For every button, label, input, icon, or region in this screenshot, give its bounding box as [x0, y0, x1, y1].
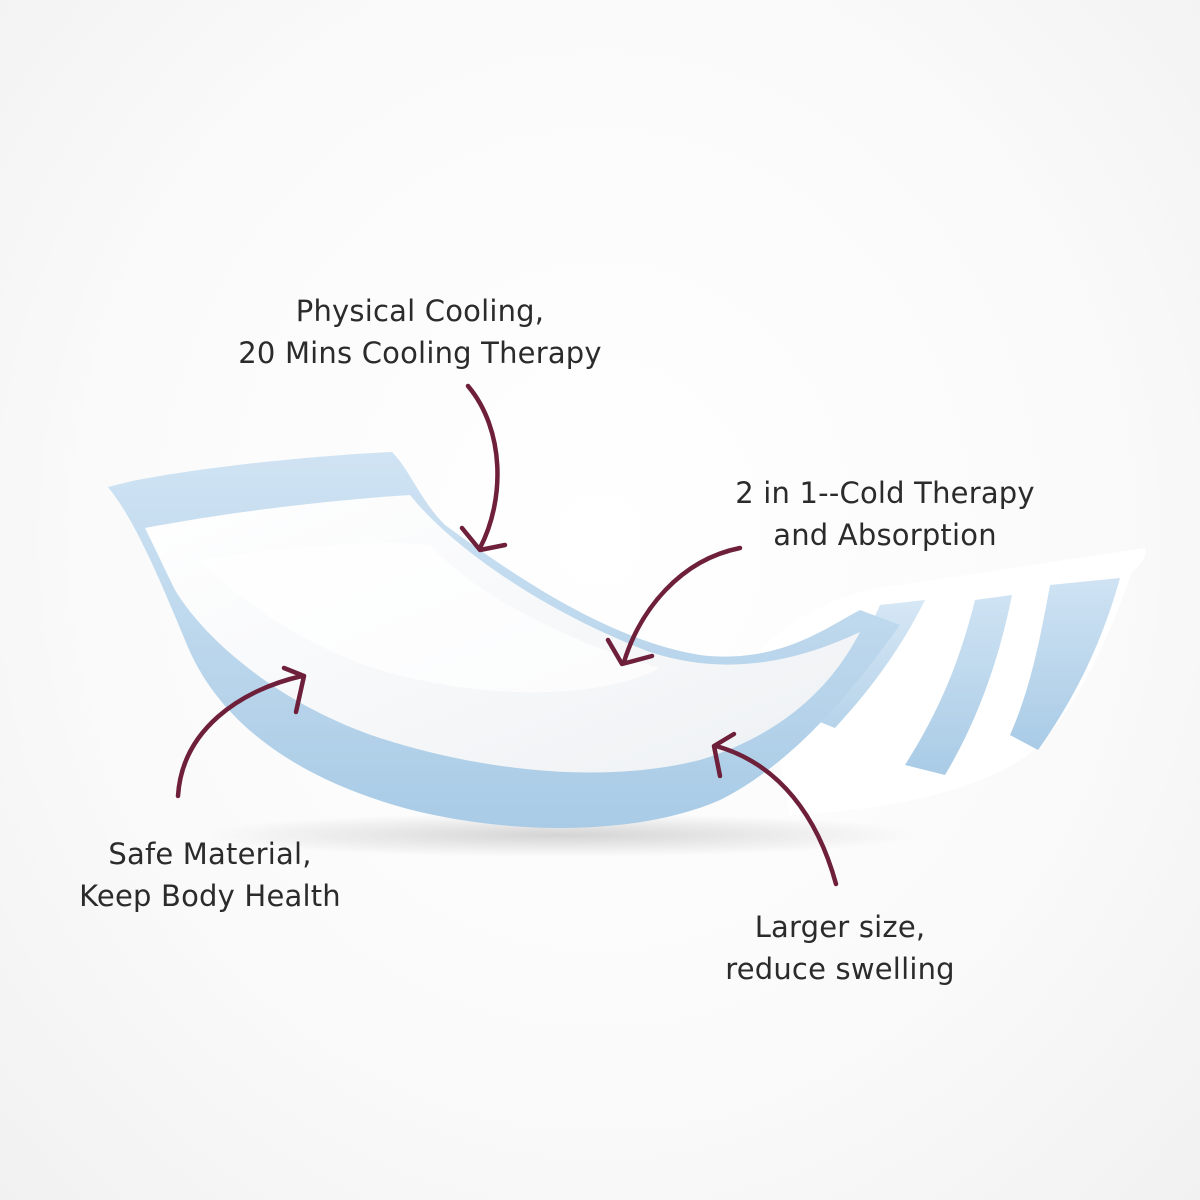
callout-two-in-one: 2 in 1--Cold Therapy and Absorption — [690, 472, 1080, 556]
arrowhead-safe — [281, 665, 307, 715]
arrowhead-larger — [711, 731, 737, 779]
callout-cooling-line1: Physical Cooling, — [295, 294, 545, 328]
callout-safe-line1: Safe Material, — [108, 837, 312, 871]
pad-right-blue-stripe-inner — [905, 595, 1012, 775]
callout-larger-size: Larger size, reduce swelling — [690, 906, 990, 990]
arrow-two-in-one — [621, 545, 743, 665]
callout-cooling: Physical Cooling, 20 Mins Cooling Therap… — [200, 290, 640, 374]
callout-safe-material: Safe Material, Keep Body Health — [40, 833, 380, 917]
callout-two-in-one-line1: 2 in 1--Cold Therapy — [735, 476, 1035, 510]
callout-larger-line1: Larger size, — [754, 910, 926, 944]
arrowhead-cooling — [459, 525, 508, 553]
callout-safe-line2: Keep Body Health — [79, 879, 341, 913]
pad-shadow — [200, 813, 920, 857]
arrow-larger — [713, 743, 839, 887]
arrow-safe — [175, 673, 305, 799]
callout-two-in-one-line2: and Absorption — [773, 518, 997, 552]
arrow-cooling — [465, 383, 500, 551]
arrowhead-two-in-one — [605, 637, 655, 667]
pad-right-blue-stripe-outer — [1010, 578, 1120, 750]
callout-larger-line2: reduce swelling — [725, 952, 955, 986]
callout-cooling-line2: 20 Mins Cooling Therapy — [238, 336, 602, 370]
pad-surface-highlight — [200, 543, 660, 693]
